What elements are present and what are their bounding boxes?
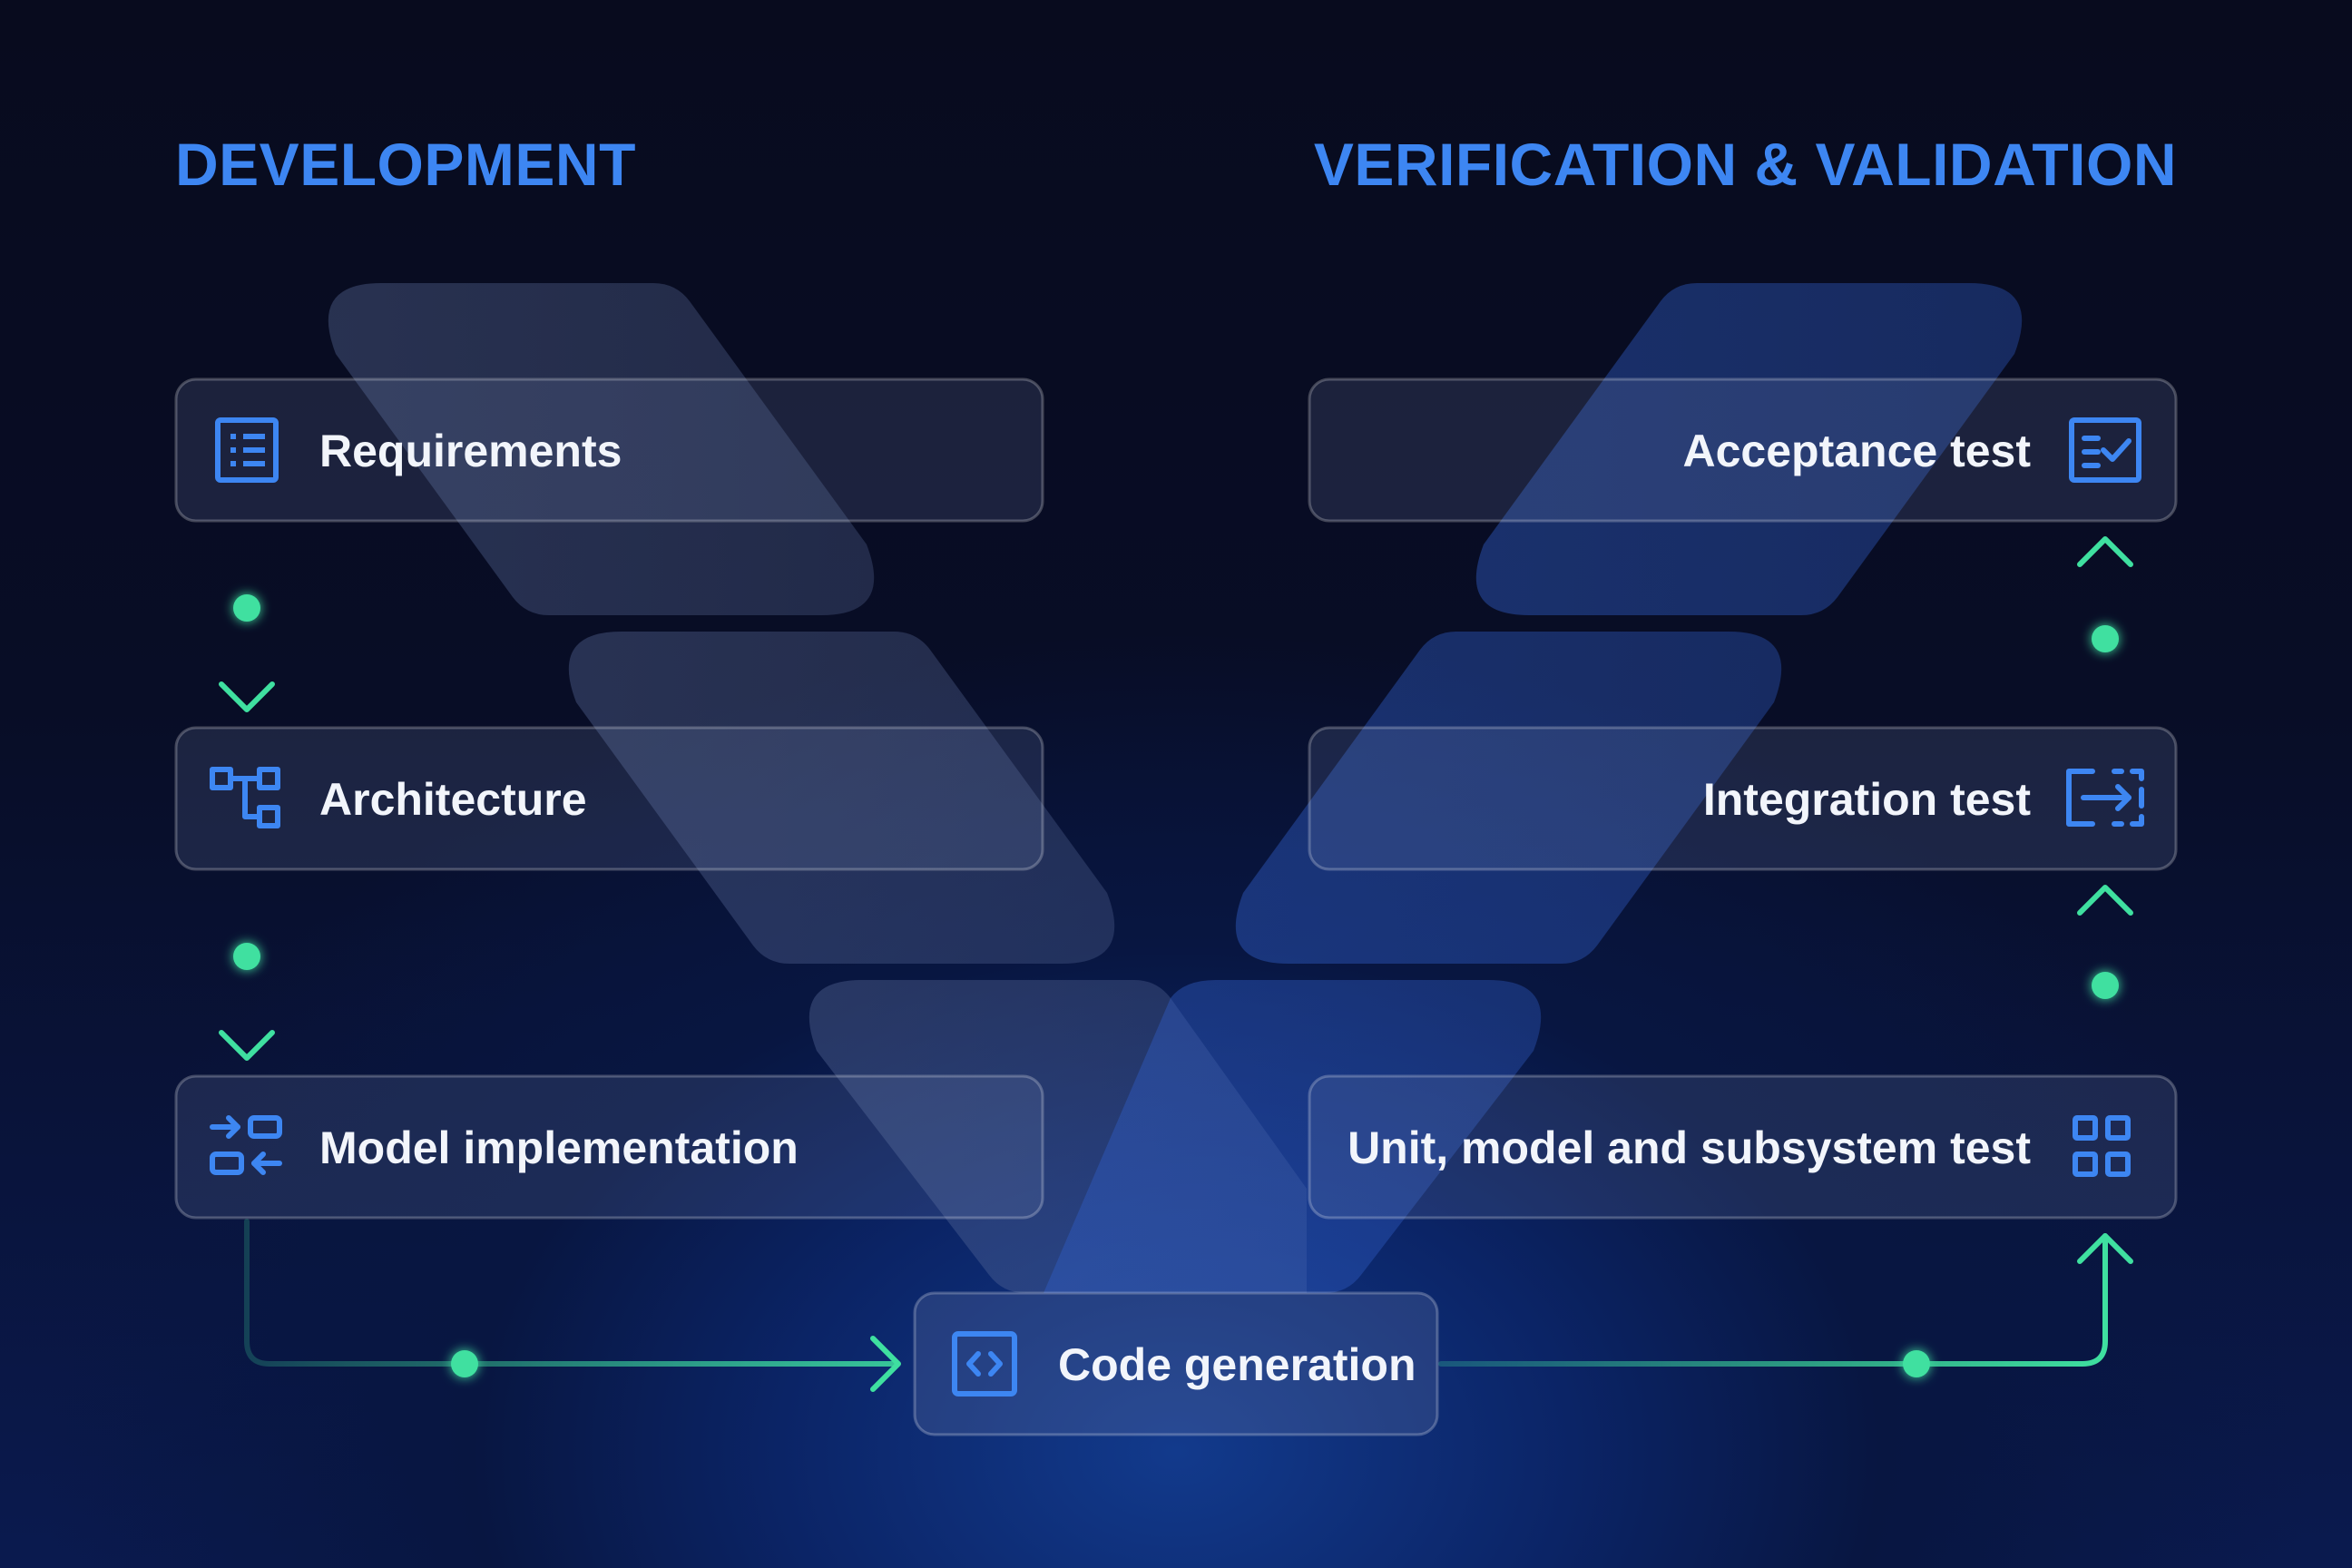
card-integration-test[interactable]	[1308, 726, 2178, 871]
card-model-implementation[interactable]	[174, 1074, 1044, 1220]
connector-integration-to-acceptance	[2077, 536, 2133, 727]
connector-code-to-unit-test	[1438, 1233, 2133, 1377]
connector-dot	[451, 1350, 478, 1377]
band-right-1	[1475, 283, 2023, 615]
integration-test-label: Integration test	[1702, 774, 2031, 825]
card-architecture[interactable]	[174, 726, 1044, 871]
connector-dot	[2092, 972, 2119, 999]
band-left-2	[568, 632, 1115, 964]
code-brackets-icon	[952, 1331, 1017, 1396]
band-right-3	[1044, 980, 1542, 1293]
card-acceptance-test[interactable]	[1308, 377, 2178, 523]
connector-unit-to-integration	[2077, 885, 2133, 1075]
development-heading: DEVELOPMENT	[175, 131, 636, 198]
arrows-exchange-icon	[210, 1115, 282, 1175]
acceptance-test-label: Acceptance test	[1682, 426, 2032, 476]
card-code-generation[interactable]	[913, 1291, 1439, 1436]
band-left-1	[328, 283, 875, 615]
connector-dot	[2092, 625, 2119, 652]
cards	[174, 377, 2178, 1436]
connector-architecture-to-model	[219, 870, 275, 1061]
card-requirements[interactable]	[174, 377, 1044, 523]
architecture-label: Architecture	[319, 774, 587, 825]
band-right-2	[1235, 632, 1782, 964]
code-generation-label: Code generation	[1058, 1339, 1416, 1390]
connector-dot	[233, 943, 260, 970]
unit-model-subsystem-test-label: Unit, model and subsystem test	[1348, 1122, 2031, 1173]
model-implementation-label: Model implementation	[319, 1122, 799, 1173]
v-shape-bands	[328, 283, 2023, 1293]
connector-dot	[1903, 1350, 1930, 1377]
hierarchy-blocks-icon	[210, 767, 280, 828]
grid-blocks-icon	[2073, 1115, 2131, 1177]
integration-arrow-icon	[2066, 769, 2144, 827]
checklist-icon	[2069, 417, 2141, 483]
connector-dot	[233, 594, 260, 622]
icons	[210, 417, 2144, 1396]
verification-validation-heading: VERIFICATION & VALIDATION	[1313, 131, 2177, 198]
connector-model-to-code	[244, 1219, 901, 1392]
connectors	[219, 522, 2133, 1392]
requirements-label: Requirements	[319, 426, 622, 476]
card-unit-test[interactable]	[1308, 1074, 2178, 1220]
connector-requirements-to-architecture	[219, 522, 275, 712]
list-document-icon	[215, 417, 279, 483]
